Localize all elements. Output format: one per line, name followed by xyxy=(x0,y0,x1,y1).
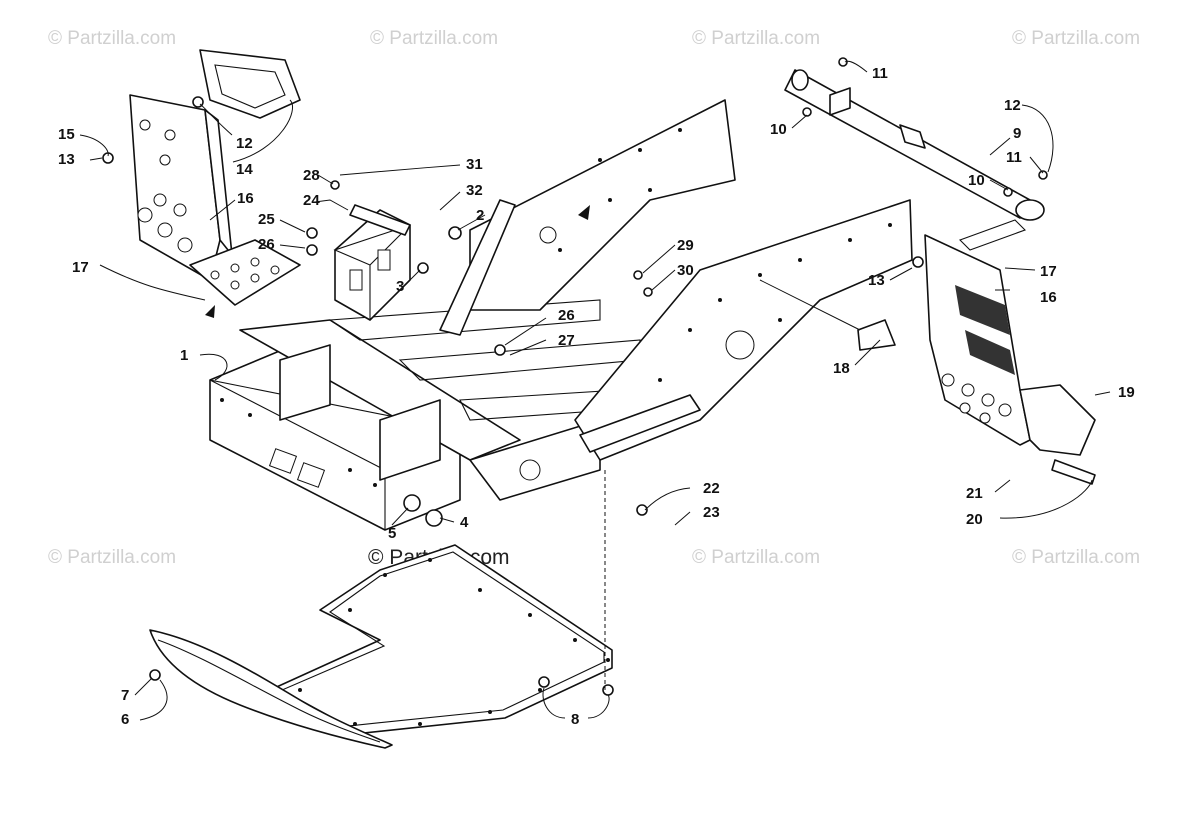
callout-2: 2 xyxy=(476,207,484,224)
callout-labels: 1 2 3 4 5 6 7 8 9 10 10 11 11 12 12 13 1… xyxy=(58,65,1135,728)
watermark-top-1: © Partzilla.com xyxy=(48,28,176,49)
watermark-mid-1: © Partzilla.com xyxy=(48,547,176,568)
callout-3: 3 xyxy=(396,278,404,295)
steering-post-tube xyxy=(784,69,1045,251)
callout-8: 8 xyxy=(571,711,579,728)
callout-10-upper: 10 xyxy=(770,121,787,138)
callout-29: 29 xyxy=(677,237,694,254)
watermark-top-3: © Partzilla.com xyxy=(692,28,820,49)
callout-23: 23 xyxy=(703,504,720,521)
callout-12-left: 12 xyxy=(236,135,253,152)
callout-17-right: 17 xyxy=(1040,263,1057,280)
watermark-mid-3: © Partzilla.com xyxy=(692,547,820,568)
callout-5: 5 xyxy=(388,525,396,542)
callout-12-right: 12 xyxy=(1004,97,1021,114)
part-5-washer xyxy=(403,494,421,512)
callout-11-lower: 11 xyxy=(1006,149,1022,166)
callout-6: 6 xyxy=(121,711,129,728)
right-footrest-assembly xyxy=(924,234,1096,456)
callout-15: 15 xyxy=(58,126,75,143)
callout-13-right: 13 xyxy=(868,272,885,289)
front-bumper xyxy=(149,629,393,749)
callout-30: 30 xyxy=(677,262,694,279)
main-chassis-frame xyxy=(205,99,913,531)
callout-31: 31 xyxy=(466,156,483,173)
callout-14: 14 xyxy=(236,161,253,178)
leader-lines xyxy=(79,60,1111,721)
callout-10-lower: 10 xyxy=(968,172,985,189)
callout-18: 18 xyxy=(833,360,850,377)
callout-27: 27 xyxy=(558,332,575,349)
callout-11-upper: 11 xyxy=(872,65,888,82)
callout-24: 24 xyxy=(303,192,320,209)
callout-21: 21 xyxy=(966,485,983,502)
part-18-block xyxy=(857,319,896,351)
watermark-top-4: © Partzilla.com xyxy=(1012,28,1140,49)
callout-25: 25 xyxy=(258,211,275,228)
callout-19: 19 xyxy=(1118,384,1135,401)
callout-9: 9 xyxy=(1013,125,1021,142)
callout-17-left: 17 xyxy=(72,259,89,276)
callout-32: 32 xyxy=(466,182,483,199)
callout-1: 1 xyxy=(180,347,188,364)
callout-7: 7 xyxy=(121,687,129,704)
callout-16-left: 16 xyxy=(237,190,254,207)
callout-16-right: 16 xyxy=(1040,289,1057,306)
callout-26-lower: 26 xyxy=(558,307,575,324)
part-20-strip xyxy=(1051,459,1096,485)
callout-22: 22 xyxy=(703,480,720,497)
callout-13-left: 13 xyxy=(58,151,75,168)
callout-26-upper: 26 xyxy=(258,236,275,253)
watermark-mid-4: © Partzilla.com xyxy=(1012,547,1140,568)
callout-28: 28 xyxy=(303,167,320,184)
skid-plate xyxy=(269,544,613,736)
watermark-top-2: © Partzilla.com xyxy=(370,28,498,49)
engine-mount-bracket xyxy=(333,204,411,321)
part-4-washer xyxy=(425,509,443,527)
callout-20: 20 xyxy=(966,511,983,528)
callout-4: 4 xyxy=(460,514,469,531)
left-footrest-assembly xyxy=(129,49,301,306)
